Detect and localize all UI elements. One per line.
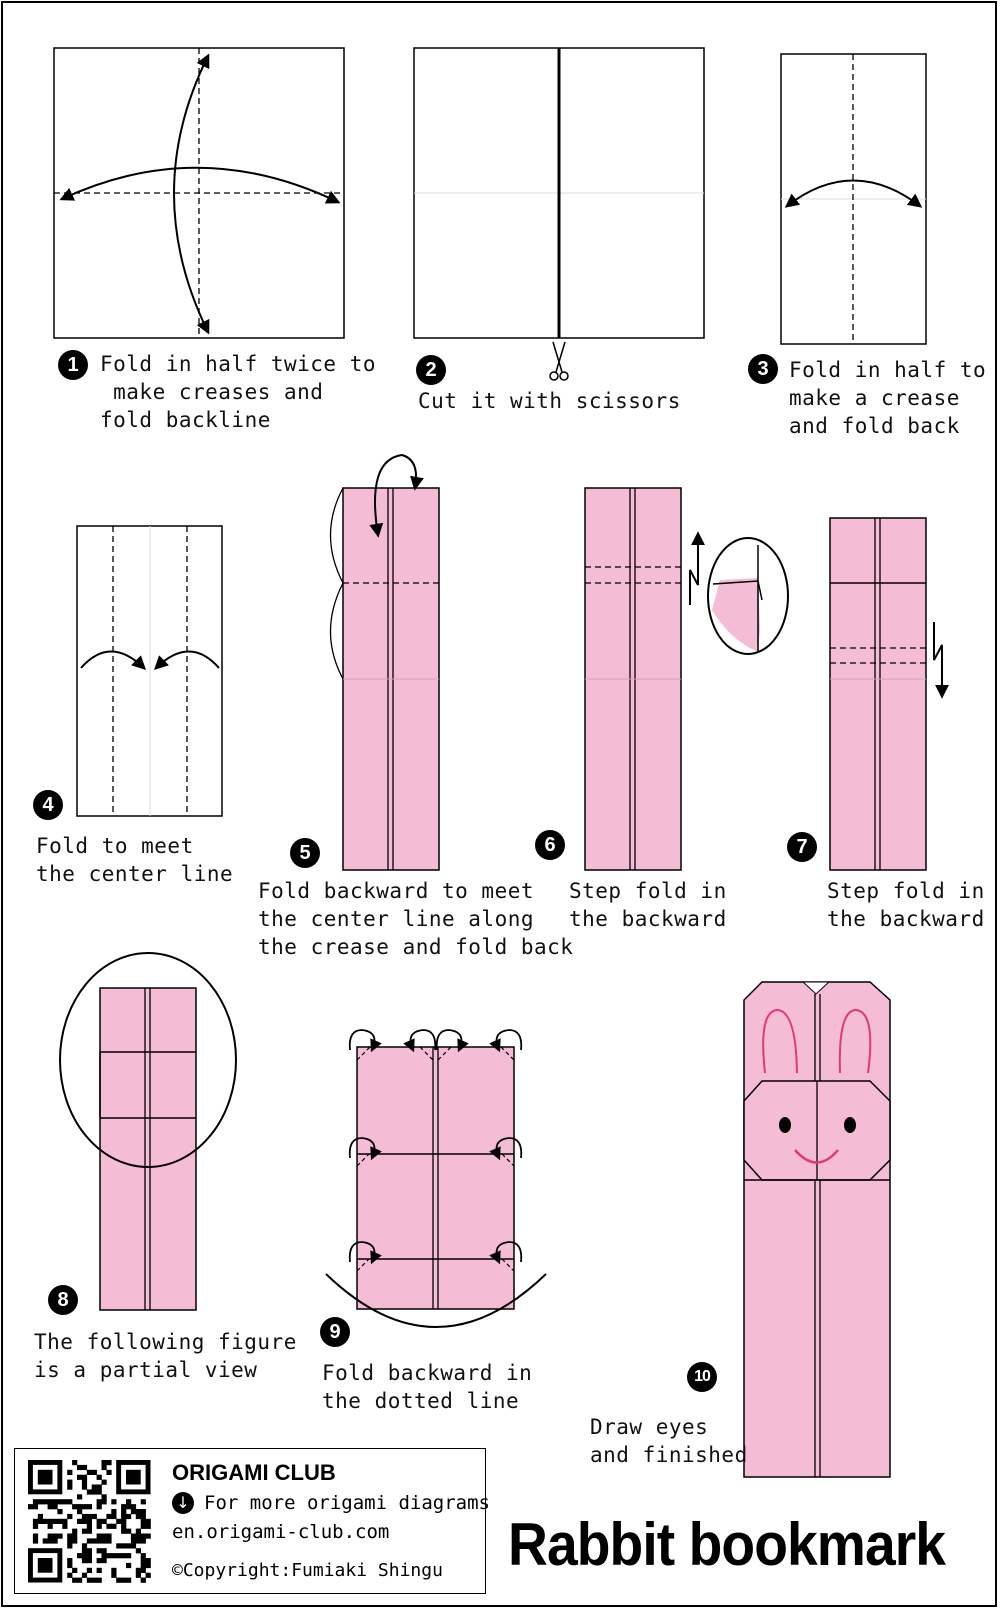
step-8-number: 8	[48, 1285, 78, 1315]
down-arrow-icon: ↓	[172, 1492, 194, 1514]
step-7-number: 7	[787, 832, 817, 862]
step-10-number: 10	[687, 1362, 717, 1392]
step-1-number: 1	[58, 350, 88, 380]
rabbit-face	[762, 1008, 872, 1164]
step-7-figure	[829, 517, 949, 871]
step-3-figure	[780, 53, 927, 345]
step-9-number: 9	[320, 1317, 350, 1347]
more-diagrams-text: For more origami diagrams	[204, 1492, 490, 1514]
step-4-figure	[76, 525, 223, 817]
step-9-figure	[325, 1029, 547, 1328]
step-2-caption: Cut it with scissors	[418, 389, 681, 413]
step-5-figure	[329, 453, 440, 871]
step-4-number: 4	[33, 790, 63, 820]
step-6-detail-view	[707, 537, 789, 655]
origami-club-box	[14, 1448, 486, 1594]
step-5-number: 5	[290, 838, 320, 868]
step-2-figure	[413, 47, 705, 381]
step-2-number: 2	[416, 355, 446, 385]
step-6-number: 6	[535, 830, 565, 860]
step-8-figure	[59, 952, 237, 1311]
step-10-finished-rabbit	[743, 981, 891, 1478]
club-name: ORIGAMI CLUB	[172, 1460, 336, 1485]
qr-code-icon	[28, 1460, 151, 1583]
copyright-text: ©Copyright:Fumiaki Shingu	[172, 1560, 443, 1581]
scissors-icon	[549, 341, 569, 381]
step-1-figure	[53, 47, 345, 339]
step-3-number: 3	[748, 354, 778, 384]
step-6-figure	[584, 487, 789, 871]
site-link[interactable]: en.origami-club.com	[172, 1521, 390, 1543]
page-title: Rabbit bookmark	[508, 1511, 946, 1578]
